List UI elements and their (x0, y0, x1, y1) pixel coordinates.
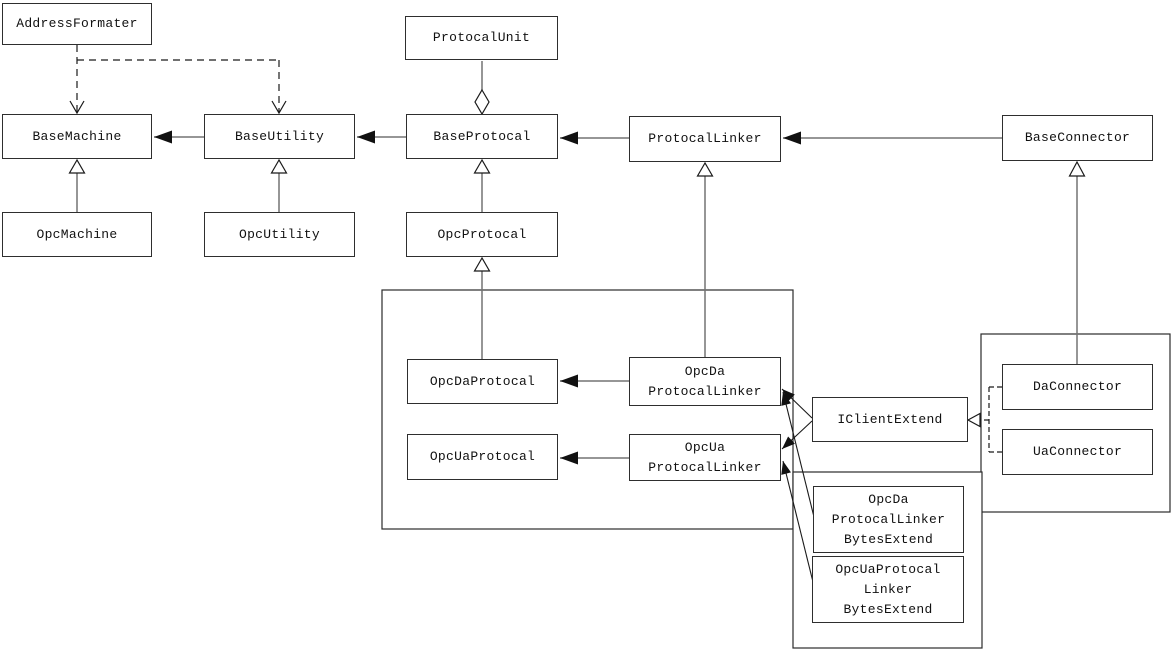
class-label: ProtocalLinker (831, 511, 946, 527)
class-box-opc-ua-protocal: OpcUaProtocal (407, 434, 558, 480)
class-box-opc-ua-protocal-linker-bytes-extend: OpcUaProtocal Linker BytesExtend (812, 556, 964, 623)
class-label: AddressFormater (16, 16, 138, 31)
class-box-opc-utility: OpcUtility (204, 212, 355, 257)
class-label: OpcMachine (36, 226, 118, 242)
class-label: OpcUa (684, 439, 726, 455)
class-label: BytesExtend (843, 531, 934, 547)
class-box-opc-ua-protocal-linker: OpcUa ProtocalLinker (629, 434, 781, 481)
class-box-opc-protocal: OpcProtocal (406, 212, 558, 257)
inheritance-triangle-baseprotocal (473, 158, 491, 174)
class-label: BytesExtend (843, 601, 933, 617)
class-box-da-connector: DaConnector (1002, 364, 1153, 410)
class-label: ProtocalLinker (648, 383, 762, 399)
class-label: OpcUtility (238, 226, 320, 242)
class-label: BaseUtility (234, 128, 325, 144)
edge-opcdabytesextend-to-opcdaprotocallinker (781, 391, 815, 518)
inheritance-triangle-protocallinker (696, 161, 714, 177)
class-label: BaseProtocal (433, 128, 531, 144)
edge-addressformater-to-basemachine-dependency (69, 45, 85, 115)
edge-connectors-to-iclientextend-realization (966, 386, 1002, 453)
class-box-opc-da-protocal: OpcDaProtocal (407, 359, 558, 404)
group-box-connectors (980, 333, 1171, 513)
class-label: IClientExtend (837, 411, 943, 427)
inheritance-triangle-baseutility (270, 158, 288, 174)
class-label: OpcDa (684, 363, 726, 379)
class-label: Linker (863, 581, 913, 597)
class-label: ProtocalLinker (648, 131, 762, 146)
class-box-protocal-linker: ProtocalLinker (629, 116, 781, 162)
class-label: BaseConnector (1024, 130, 1131, 145)
class-box-ua-connector: UaConnector (1002, 429, 1153, 475)
group-box-opc-protocal-implementations (381, 289, 794, 530)
class-box-iclient-extend: IClientExtend (812, 397, 968, 442)
class-box-base-protocal: BaseProtocal (406, 114, 558, 159)
class-box-opc-da-protocal-linker-bytes-extend: OpcDa ProtocalLinker BytesExtend (813, 486, 964, 553)
inheritance-triangle-opcprotocal (473, 256, 491, 272)
class-label: BaseMachine (32, 128, 122, 144)
class-label: ProtocalLinker (648, 459, 762, 475)
class-box-address-formater: AddressFormater (2, 3, 152, 45)
class-label: DaConnector (1032, 379, 1123, 394)
edge-addressformater-to-baseutility-dependency (77, 59, 287, 115)
class-label: OpcDaProtocal (429, 373, 536, 389)
edge-iclientextend-to-opcuaprotocallinker (781, 420, 813, 450)
class-box-base-utility: BaseUtility (204, 114, 355, 159)
class-box-base-connector: BaseConnector (1002, 115, 1153, 161)
class-box-opc-machine: OpcMachine (2, 212, 152, 257)
class-box-base-machine: BaseMachine (2, 114, 152, 159)
class-box-protocal-unit: ProtocalUnit (405, 16, 558, 60)
aggregation-diamond (474, 88, 490, 116)
realization-triangle-iclientextend (966, 412, 981, 428)
inheritance-triangle-baseconnector (1068, 160, 1086, 177)
class-label: OpcProtocal (437, 226, 527, 242)
edge-opcuabytesextend-to-opcuaprotocallinker (781, 460, 814, 583)
class-label: OpcDa (868, 491, 909, 507)
edge-protocalunit-to-baseprotocal-aggregation (474, 61, 490, 116)
class-box-opc-da-protocal-linker: OpcDa ProtocalLinker (629, 357, 781, 406)
class-label: UaConnector (1032, 444, 1123, 459)
class-label: ProtocalUnit (432, 30, 531, 45)
inheritance-triangle-basemachine (68, 158, 86, 174)
class-label: OpcUaProtocal (835, 561, 941, 577)
class-label: OpcUaProtocal (429, 449, 536, 464)
